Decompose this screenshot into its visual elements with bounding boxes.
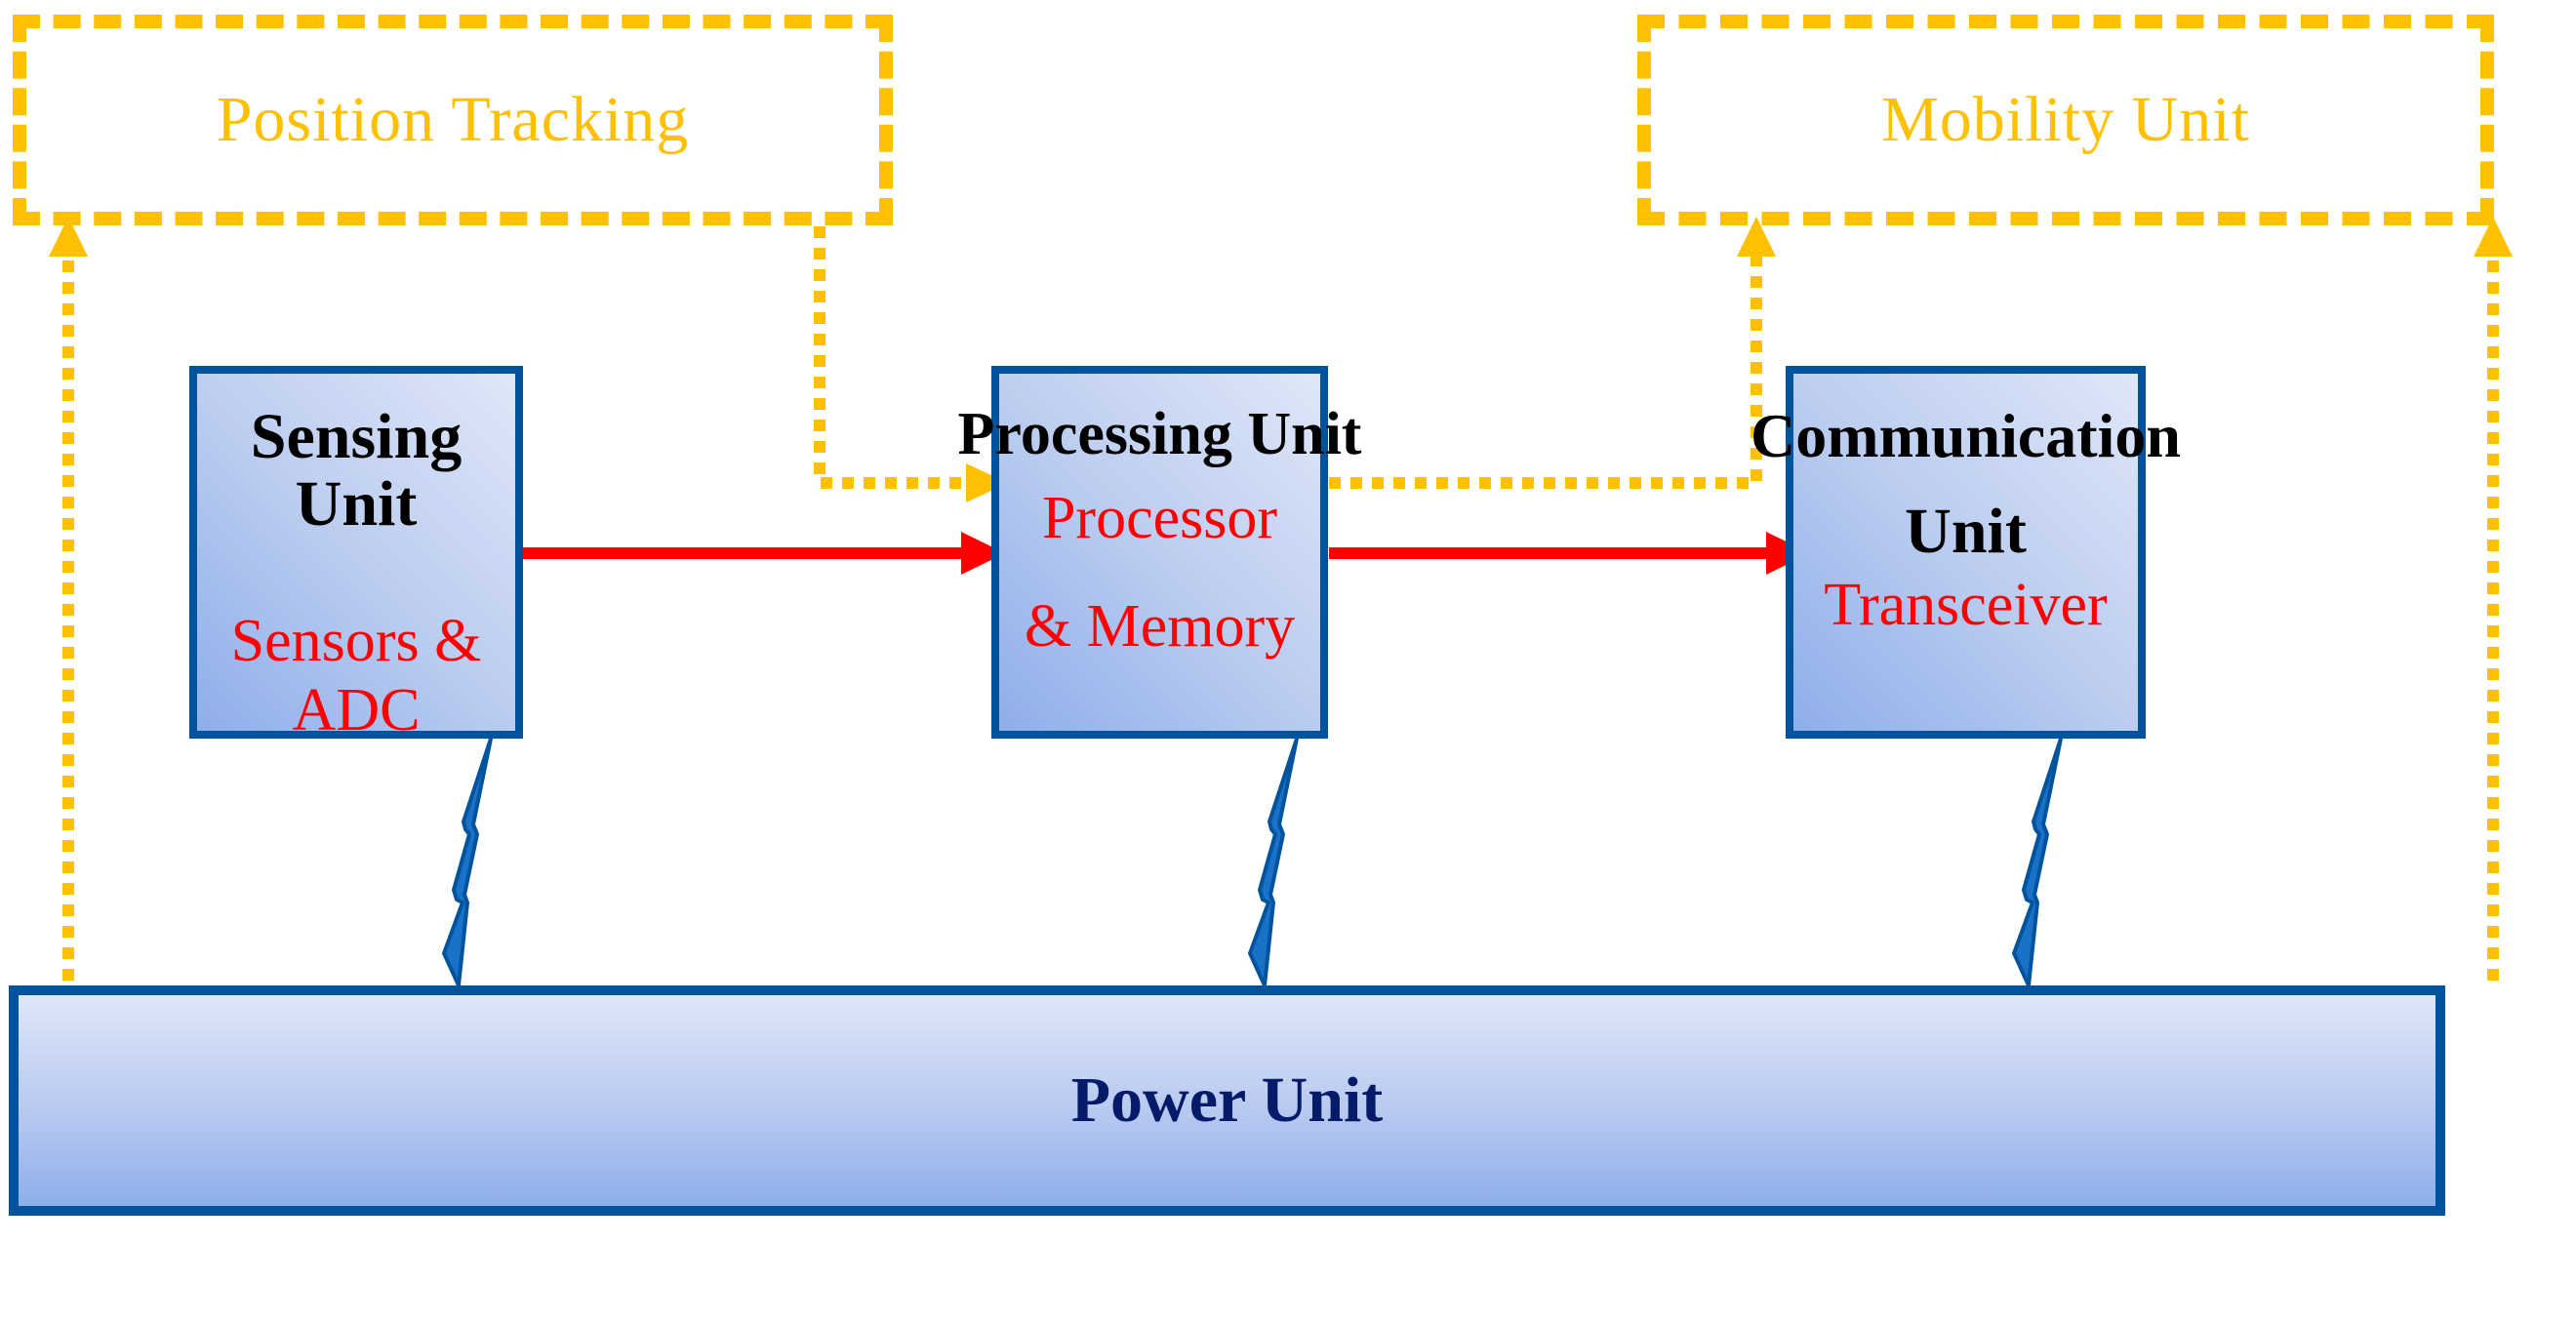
processing-to-communication-arrow xyxy=(1329,532,1810,575)
arrow-up-icon xyxy=(49,217,88,257)
position-tracking-block: Position Tracking xyxy=(13,15,893,225)
position-tracking-label: Position Tracking xyxy=(216,84,690,155)
communication-power-bolt-icon xyxy=(2012,737,2063,987)
processing-power-bolt-icon xyxy=(1248,737,1299,987)
communication-unit-title-line1: Communication xyxy=(1751,401,2181,470)
power-to-mobility-link xyxy=(2474,217,2513,981)
sensing-power-bolt-icon xyxy=(442,737,493,987)
power-unit-block: Power Unit xyxy=(9,985,2445,1216)
power-unit-label: Power Unit xyxy=(1070,1064,1384,1136)
processing-unit-subtitle-line2: & Memory xyxy=(1024,593,1296,661)
communication-unit-block: Communication Unit Transceiver xyxy=(1751,366,2181,739)
processing-to-mobility-link xyxy=(1329,217,1776,489)
position-tracking-to-processing-link xyxy=(814,226,1008,502)
power-to-position-tracking-link xyxy=(49,217,88,981)
arrow-up-icon xyxy=(2474,217,2513,257)
sensing-unit-subtitle: Sensors & ADC xyxy=(230,607,482,743)
processing-unit-block: Processing Unit Processor & Memory xyxy=(958,366,1361,739)
arrow-up-icon xyxy=(1737,217,1776,257)
mobility-unit-block: Mobility Unit xyxy=(1637,15,2494,225)
sensing-to-processing-arrow xyxy=(522,532,1005,575)
arrow-right-icon xyxy=(966,463,1008,502)
communication-unit-title-line2: Unit xyxy=(1905,496,2027,568)
arrow-right-icon xyxy=(961,532,1005,575)
mobility-unit-label: Mobility Unit xyxy=(1881,84,2250,155)
processing-unit-title: Processing Unit xyxy=(957,401,1362,467)
communication-unit-subtitle: Transceiver xyxy=(1824,572,2108,639)
sensing-unit-block: Sensing Unit Sensors & ADC xyxy=(189,366,523,743)
sensing-unit-title: Sensing Unit xyxy=(250,401,463,541)
processing-unit-subtitle-line1: Processor xyxy=(1041,485,1278,552)
